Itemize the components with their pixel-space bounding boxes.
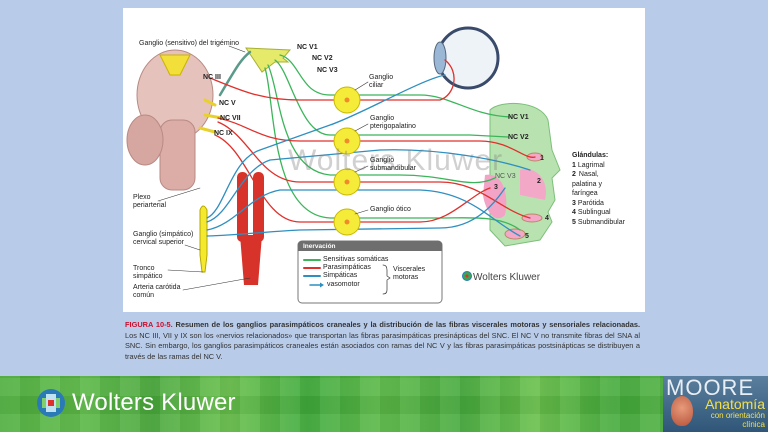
label-periarterial-plexus: Plexo periarterial [133, 194, 167, 209]
wolters-kluwer-logo: Wolters Kluwer [36, 388, 236, 418]
book-cover-badge: MOORE Anatomía con orientación clínica [663, 375, 768, 432]
gland-item: 5 Submandibular [572, 218, 625, 226]
legend-box [297, 240, 443, 304]
legend-item-sympathetic: Simpáticas [323, 272, 358, 279]
legend-item-vasomotor: vasomotor [327, 281, 360, 288]
label-otic-ganglion: Ganglio ótico [370, 206, 411, 213]
gland-marker-1: 1 [540, 155, 544, 162]
figure-caption: FIGURA 10-5. Resumen de los ganglios par… [125, 320, 640, 362]
eye-illustration [433, 26, 500, 90]
label-face-nc-v1: NC V1 [508, 114, 529, 121]
label-nc-ix: NC IX [214, 130, 233, 137]
label-pterygopalatine-ganglion: Ganglio pterigopalatino [370, 115, 416, 130]
label-sympathetic-trunk: Tronco simpático [133, 265, 163, 280]
gland-marker-5: 5 [525, 233, 529, 240]
label-trigeminal-ganglion: Ganglio (sensitivo) del trigémino [139, 40, 239, 47]
label-nc-v2: NC V2 [312, 55, 333, 62]
label-nc-v: NC V [219, 100, 236, 107]
legend-group-visceral-motor: Viscerales motoras [393, 266, 426, 281]
label-face-nc-v3: NC V3 [495, 173, 516, 180]
wk-globe-icon [37, 389, 65, 417]
label-face-nc-v2: NC V2 [508, 134, 529, 141]
caption-body: Los NC III, VII y IX son los «nervios re… [125, 330, 640, 361]
label-ciliary-ganglion: Ganglio ciliar [369, 74, 394, 89]
nerve-diagram [126, 26, 561, 304]
legend-item-parasympathetic: Parasimpáticas [323, 264, 371, 271]
gland-marker-3: 3 [494, 184, 498, 191]
label-common-carotid: Arteria carótida común [133, 284, 181, 299]
sympathetic-ganglion-shape [199, 205, 208, 273]
carotid-artery-shape [237, 172, 264, 285]
footer-banner: Wolters Kluwer [0, 376, 768, 432]
label-nc-vii: NC VII [220, 115, 241, 122]
gland-item: 1 Lagrimal [572, 161, 605, 169]
anatomy-figure: Wolters Kluwer Ganglio (sensitivo) del t… [123, 8, 645, 312]
glands-title: Glándulas: [572, 152, 609, 159]
caption-title: Resumen de los ganglios parasimpáticos c… [175, 320, 641, 329]
anatomy-face-icon [671, 396, 693, 426]
wk-brand-name: Wolters Kluwer [72, 389, 236, 416]
legend-item-somatic-sensory: Sensitivas somáticas [323, 256, 389, 263]
label-nc-v1: NC V1 [297, 44, 318, 51]
trigeminal-ganglion-shape [245, 47, 292, 73]
gland-marker-2: 2 [537, 178, 541, 185]
label-nc-v3: NC V3 [317, 67, 338, 74]
label-submandibular-ganglion: Ganglio submandibular [370, 157, 416, 172]
book-title: Anatomía [705, 396, 765, 412]
brainstem-illustration [126, 49, 224, 191]
watermark: Wolters Kluwer [288, 144, 504, 177]
label-superior-cervical-ganglion: Ganglio (simpático) cervical superior [133, 231, 194, 246]
gland-item: 4 Sublingual [572, 209, 611, 216]
figure-publisher-logo: Wolters Kluwer [473, 272, 541, 283]
book-subtitle-1: con orientación [710, 411, 765, 420]
label-nc-iii: NC III [203, 74, 221, 81]
caption-figure-number: FIGURA 10-5. [125, 320, 173, 329]
book-author: MOORE [666, 375, 755, 400]
gland-marker-4: 4 [545, 215, 549, 222]
gland-item: 3 Parótida [572, 199, 604, 207]
book-subtitle-2: clínica [742, 420, 765, 429]
legend-title: Inervación [303, 243, 336, 250]
